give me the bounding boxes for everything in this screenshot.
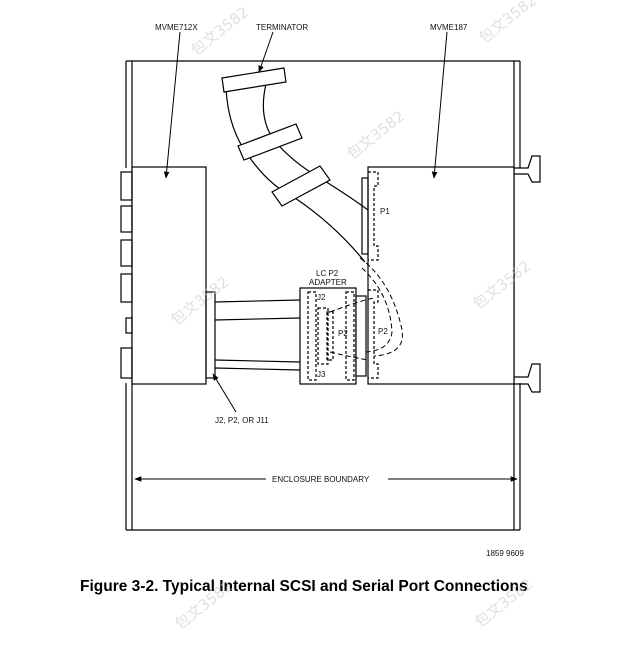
mvme712x-front-connectors <box>120 171 133 379</box>
lc-p2-adapter <box>299 287 367 385</box>
lc-p2-label: LC P2 <box>316 269 339 278</box>
j3-label: J3 <box>317 370 326 379</box>
figure-caption: Figure 3-2. Typical Internal SCSI and Se… <box>80 578 528 595</box>
watermark: 包文3582 <box>475 0 540 47</box>
mvme187-label: MVME187 <box>430 23 468 32</box>
enclosure-boundary-label: ENCLOSURE BOUNDARY <box>272 475 370 484</box>
board-p2-label: P2 <box>378 327 388 336</box>
mvme187-board <box>361 155 541 393</box>
watermark: 包文3582 <box>343 107 408 163</box>
mvme187-ejector-bottom <box>514 363 541 393</box>
adapter-label: ADAPTER <box>309 278 347 287</box>
mvme712x-label: MVME712X <box>155 23 198 32</box>
flat-cable <box>214 299 301 371</box>
cable-ferrule <box>237 123 303 161</box>
p1-connector <box>361 177 369 255</box>
hidden-cable-routing <box>329 257 403 361</box>
j2-label: J2 <box>317 293 326 302</box>
mvme187-ejector-top <box>514 155 541 183</box>
terminator-cable <box>221 67 369 263</box>
terminator-label: TERMINATOR <box>256 23 308 32</box>
terminator <box>221 67 287 93</box>
mvme712x-edge-connector <box>205 291 216 379</box>
adapter-p2-label: P2 <box>338 329 348 338</box>
cable-connector-label: J2, P2, OR J11 <box>215 416 269 425</box>
figure-code: 1859 9609 <box>486 549 524 558</box>
label-arrows <box>134 31 518 482</box>
cable-ferrule <box>271 165 331 207</box>
p1-label: P1 <box>380 207 390 216</box>
mvme712x-board <box>120 166 216 385</box>
